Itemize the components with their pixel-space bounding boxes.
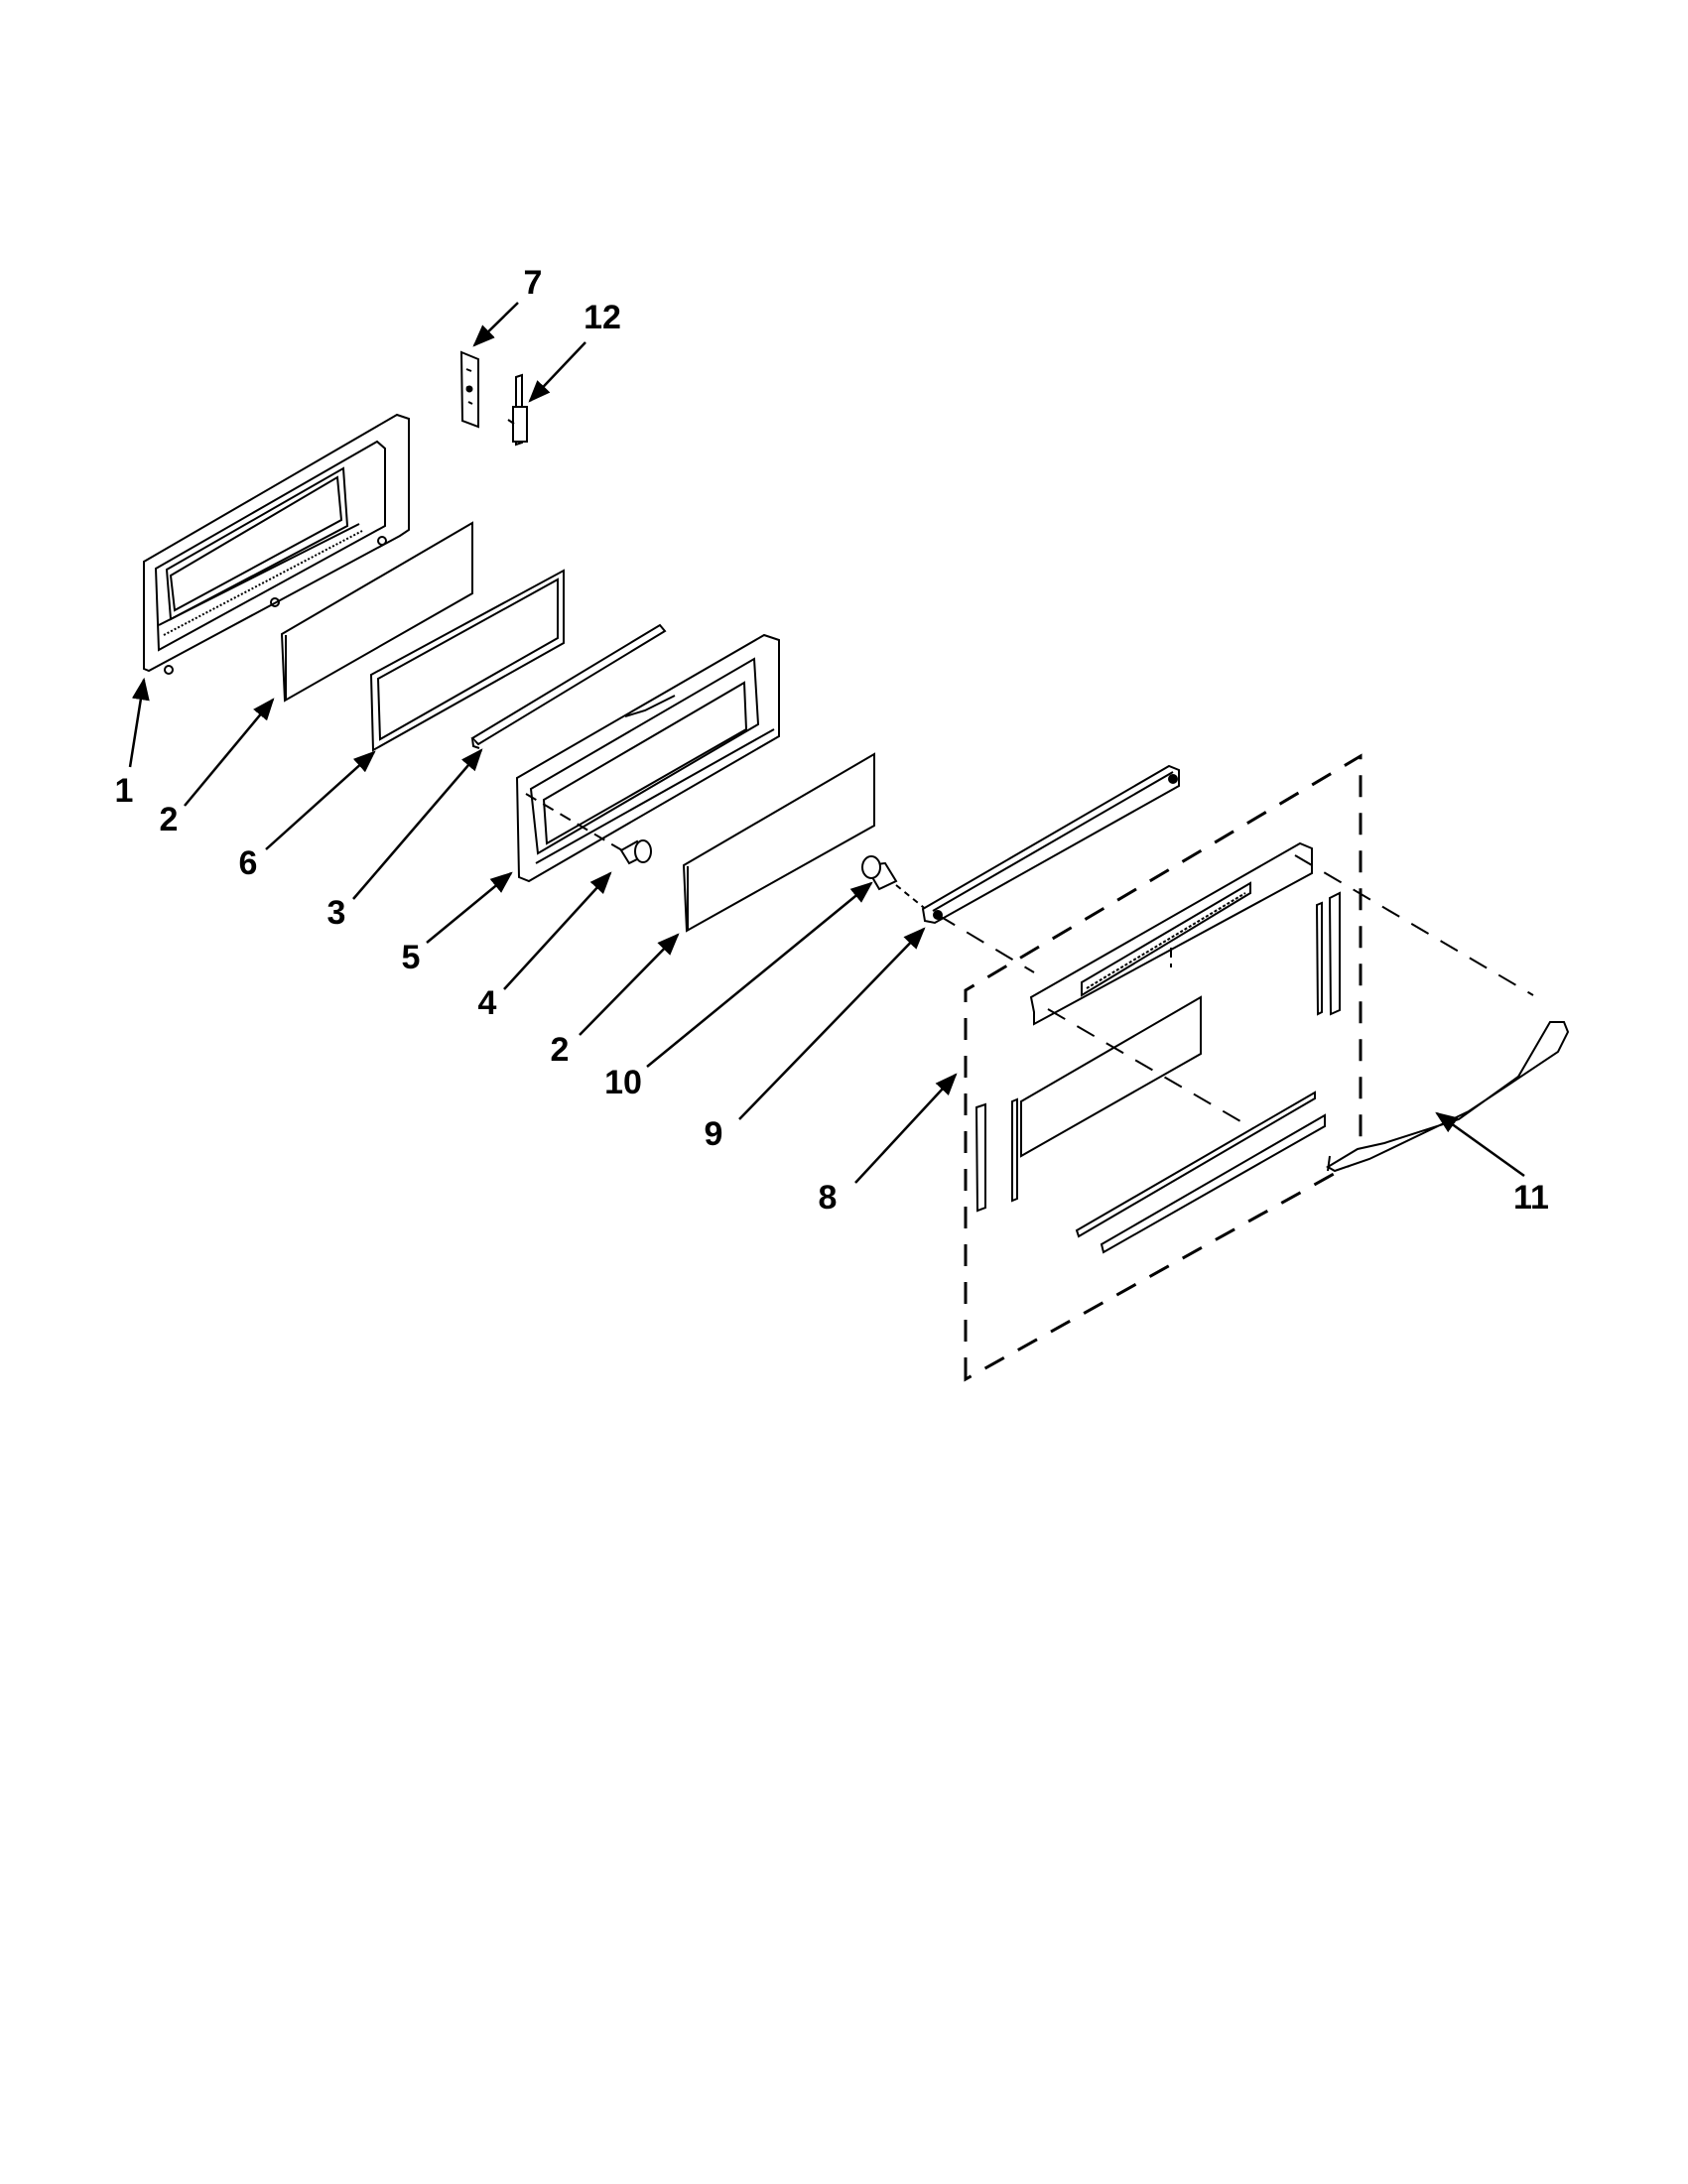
arrow-7 — [472, 302, 519, 347]
glass-panel-part-2a — [280, 521, 473, 703]
callout-2b: 2 — [550, 1031, 570, 1069]
arrow-10 — [646, 881, 873, 1068]
arrow-2b — [579, 933, 680, 1036]
callout-5: 5 — [401, 939, 421, 976]
arrow-1 — [128, 677, 150, 768]
callout-11: 11 — [1513, 1179, 1549, 1217]
callout-1: 1 — [114, 772, 134, 810]
callout-6: 6 — [238, 844, 258, 882]
door-liner-frame-part-5 — [515, 633, 780, 883]
arrow-4 — [503, 871, 612, 990]
screw-part-10 — [861, 855, 898, 891]
screw-part-4 — [619, 839, 652, 865]
door-trim-strip-part-3 — [470, 623, 667, 749]
alignment-lines — [937, 854, 1534, 1129]
callout-12: 12 — [584, 299, 621, 336]
outer-door-panel-contents — [974, 841, 1341, 1254]
arrow-6 — [265, 750, 376, 850]
callout-4: 4 — [477, 984, 497, 1022]
inner-door-frame-part-1 — [143, 413, 410, 675]
callout-2a: 2 — [159, 801, 179, 838]
door-handle-part-11 — [1326, 1021, 1570, 1173]
callout-7: 7 — [523, 264, 543, 302]
callout-arrows — [128, 302, 1525, 1184]
callout-9: 9 — [704, 1115, 723, 1153]
arrow-11 — [1435, 1111, 1525, 1178]
hinge-bracket-part-7 — [459, 350, 479, 429]
outer-door-assembly-box-part-8 — [964, 753, 1363, 1382]
glass-panel-part-2b — [682, 752, 875, 933]
arrow-12 — [528, 341, 586, 403]
framed-glass-panel-part-6 — [369, 569, 565, 752]
arrow-3 — [352, 748, 483, 900]
arrow-5 — [426, 871, 513, 944]
hinge-pin-part-12 — [507, 373, 528, 447]
arrow-2a — [184, 698, 275, 807]
door-top-trim-part-9 — [921, 764, 1180, 925]
arrow-8 — [854, 1073, 958, 1184]
callout-8: 8 — [818, 1179, 838, 1217]
callout-10: 10 — [604, 1064, 642, 1101]
callout-3: 3 — [326, 894, 346, 932]
arrow-9 — [738, 927, 926, 1120]
